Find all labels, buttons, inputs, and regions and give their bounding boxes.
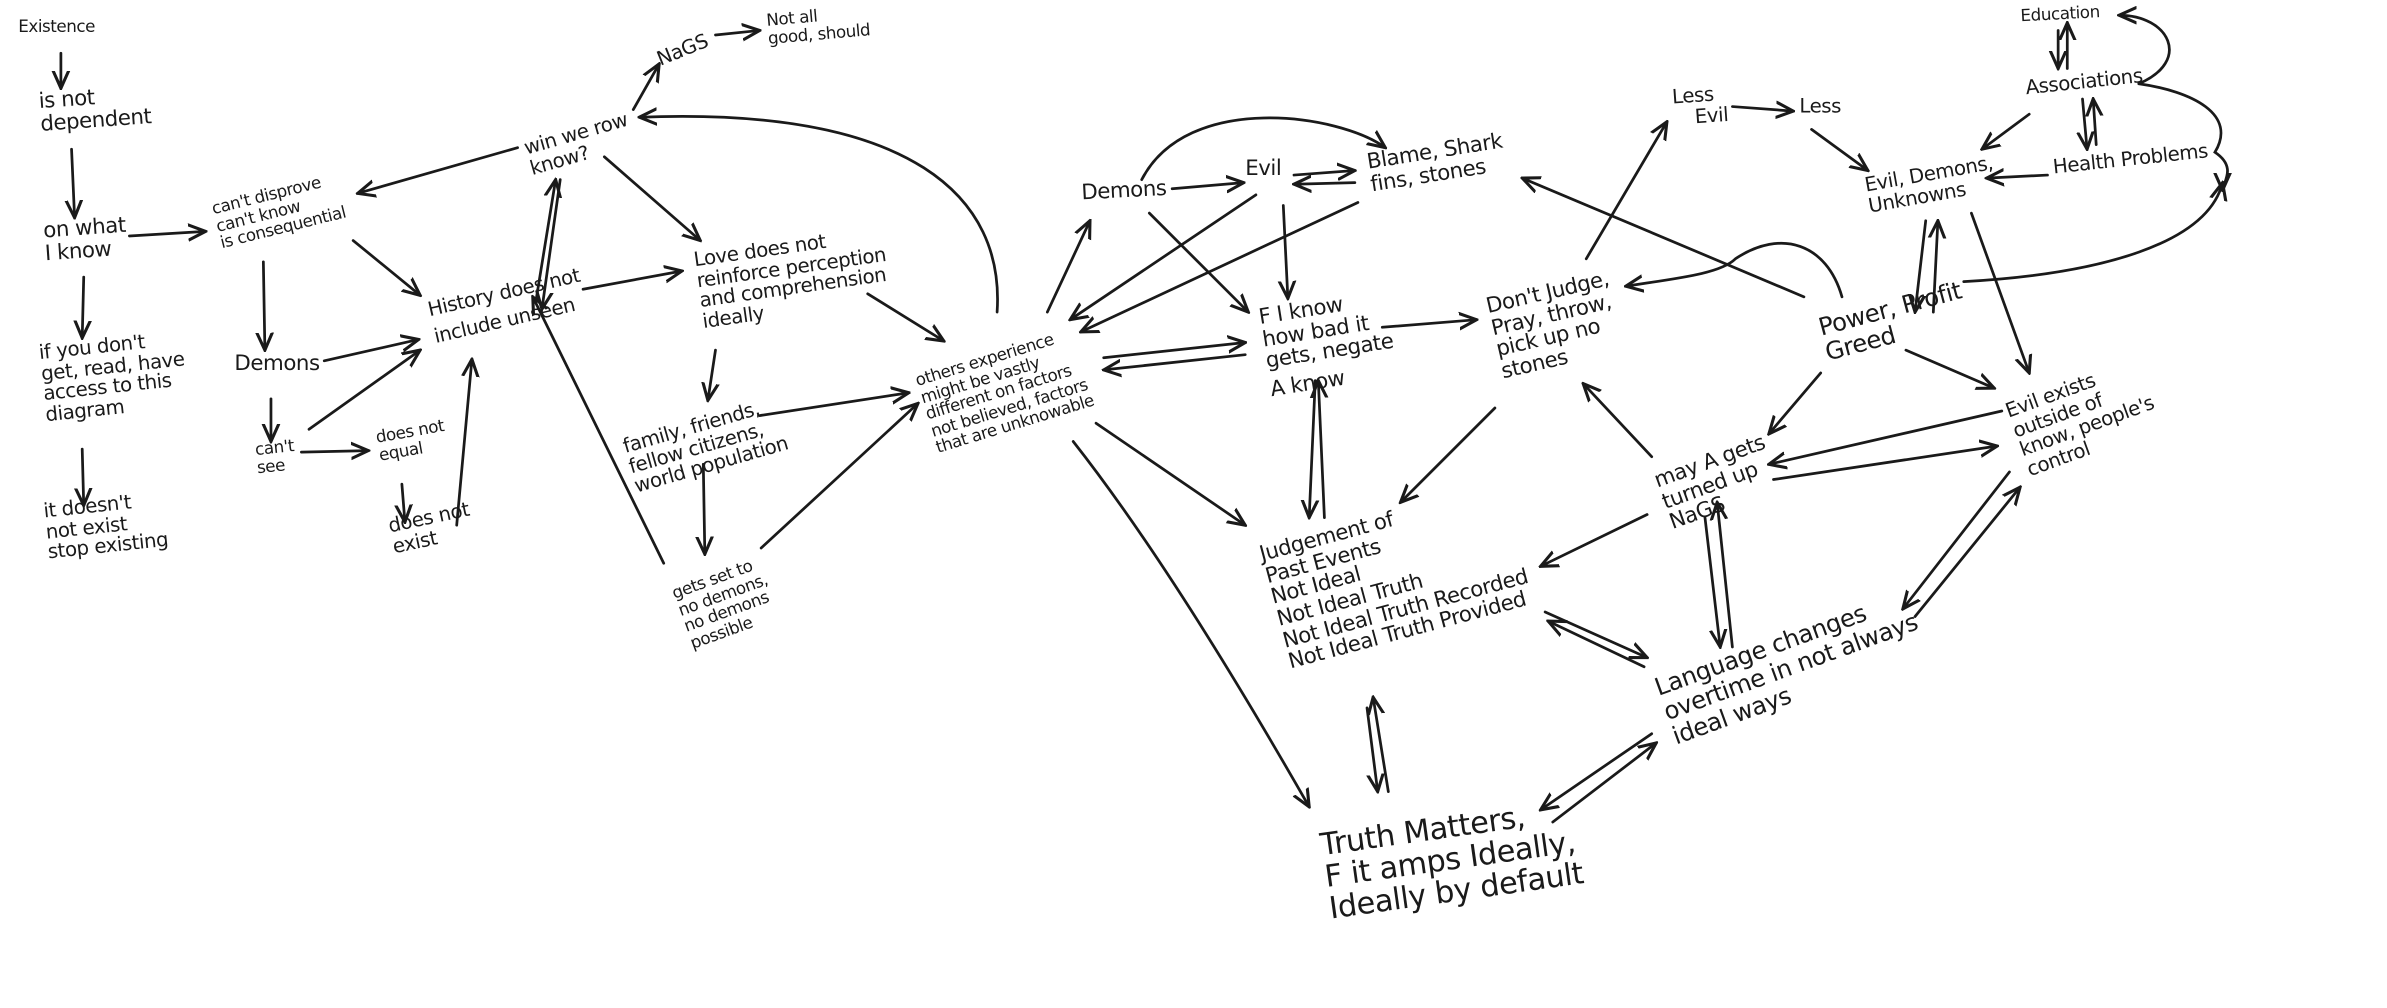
arrow	[1401, 406, 1497, 502]
arrow	[1769, 409, 2004, 464]
arrow	[322, 339, 418, 363]
arrow	[2119, 15, 2171, 86]
arrow	[1170, 183, 1244, 189]
arrow	[1769, 371, 1823, 434]
arrow	[703, 462, 705, 554]
arrow	[1541, 513, 1649, 567]
arrow	[1810, 128, 1868, 170]
arrow	[307, 350, 420, 431]
arrow	[1548, 621, 1646, 669]
arrow	[1962, 183, 2223, 283]
arrow	[533, 297, 666, 565]
arrow	[263, 260, 265, 350]
arrow	[1583, 384, 1654, 459]
arrow	[1987, 175, 2049, 178]
arrow	[581, 271, 682, 291]
arrow	[542, 178, 562, 309]
arrow	[1071, 440, 1309, 806]
node-line: Demons	[234, 351, 320, 377]
node-line: Less	[1799, 95, 1842, 119]
node-demons-left: Demons	[234, 351, 320, 377]
node-line: Evil	[1245, 156, 1282, 182]
arrow	[1982, 112, 2031, 149]
arrow	[1081, 201, 1360, 331]
arrow	[1094, 421, 1245, 525]
arrow	[455, 359, 472, 527]
arrow	[639, 116, 999, 314]
arrow	[631, 64, 659, 111]
arrow	[758, 393, 909, 417]
arrow	[1045, 221, 1090, 314]
node-line: Demons	[1080, 176, 1168, 206]
arrow	[1102, 343, 1246, 360]
node-existence: Existence	[18, 18, 95, 36]
arrow	[1915, 219, 1928, 312]
arrow	[1933, 221, 1938, 314]
arrow	[1070, 193, 1258, 320]
arrow	[1140, 116, 1386, 182]
node-line: Existence	[18, 16, 96, 37]
arrow	[82, 275, 84, 338]
arrow	[1104, 353, 1247, 370]
arrow	[1970, 211, 2029, 373]
node-demons-mid: Demons	[1080, 176, 1168, 206]
arrow	[1147, 211, 1248, 312]
arrow	[1292, 170, 1355, 175]
arrow	[1318, 381, 1324, 519]
arrow	[2083, 97, 2088, 149]
arrow	[128, 231, 205, 236]
node-education: Education	[2020, 1, 2101, 26]
arrow	[759, 403, 918, 550]
arrow	[1731, 107, 1793, 112]
arrow	[1913, 487, 2020, 618]
arrow	[82, 447, 84, 505]
arrow	[1584, 122, 1667, 261]
arrow	[1380, 320, 1476, 328]
arrow	[300, 451, 368, 453]
arrow	[866, 292, 944, 341]
node-line: Evil	[1694, 103, 1729, 129]
arrow	[1543, 610, 1647, 658]
arrow	[1703, 516, 1720, 647]
node-line: Education	[2020, 1, 2101, 26]
arrow	[1904, 348, 1994, 388]
arrow	[1772, 446, 1997, 481]
arrow	[534, 180, 556, 303]
arrow	[2093, 99, 2096, 146]
arrow	[1626, 242, 1844, 299]
arrow	[72, 147, 75, 218]
arrow	[1283, 204, 1288, 299]
arrow	[1365, 706, 1378, 792]
arrow	[602, 155, 700, 241]
arrow	[1309, 379, 1315, 518]
arrow	[351, 239, 420, 296]
arrow	[1551, 743, 1657, 824]
arrow	[2137, 82, 2228, 191]
arrow	[1294, 183, 1357, 185]
arrow	[1522, 178, 1806, 299]
arrow	[402, 482, 405, 522]
arrow	[1717, 502, 1734, 649]
node-evil: Evil	[1245, 156, 1282, 182]
arrow	[1373, 697, 1390, 793]
node-less: Less	[1799, 97, 1841, 118]
arrow	[358, 146, 519, 194]
arrow	[714, 30, 759, 35]
arrow	[708, 348, 716, 400]
arrow	[1541, 732, 1654, 810]
arrow	[1903, 470, 2011, 609]
